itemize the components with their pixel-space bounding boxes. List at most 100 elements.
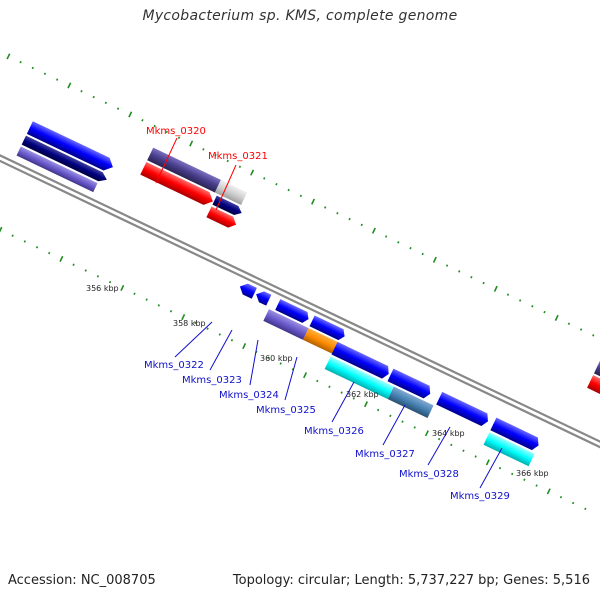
gene-label-mkms-0325[interactable]: Mkms_0325 — [256, 405, 316, 416]
tick-mark — [543, 310, 546, 314]
gene-mkms-0320-grey[interactable] — [214, 179, 248, 206]
tick-mark — [401, 420, 404, 423]
gene-label-mkms-0328[interactable]: Mkms_0328 — [399, 469, 459, 480]
gene-label-mkms-0320[interactable]: Mkms_0320 — [146, 126, 206, 137]
tick-mark — [519, 299, 522, 302]
gene-mkms-0320-red[interactable] — [140, 162, 216, 208]
tick-mark — [397, 241, 400, 244]
gene-right-red[interactable] — [587, 375, 600, 403]
tick-mark — [263, 177, 266, 180]
gene-mkms-0328-blue[interactable] — [436, 391, 491, 428]
tick-mark — [474, 455, 477, 458]
tick-mark — [592, 334, 595, 337]
gene-labels: Mkms_0320 Mkms_0321 Mkms_0322 Mkms_0323 … — [144, 126, 510, 502]
tick-mark — [96, 275, 100, 278]
tick-mark — [67, 82, 72, 89]
tick-mark — [104, 101, 108, 105]
gene-small-4[interactable] — [309, 315, 348, 341]
tick-mark — [546, 488, 551, 495]
gene-mkms-0326-cyan[interactable] — [324, 356, 394, 400]
gene-mkms-0329-cyan[interactable] — [483, 432, 535, 467]
tick-mark — [214, 153, 217, 157]
tick-mark — [470, 275, 473, 279]
tick-mark — [506, 293, 510, 296]
tick-mark — [389, 414, 392, 418]
tick-mark — [413, 426, 416, 429]
tick-mark — [194, 321, 197, 325]
gene-mkms-0326-blue[interactable] — [331, 341, 392, 380]
tick-mark — [80, 89, 83, 93]
scale-label-358: 358 kbp — [173, 319, 206, 328]
gene-small-1[interactable] — [237, 281, 257, 299]
gene-label-mkms-0321[interactable]: Mkms_0321 — [208, 151, 268, 162]
tick-mark — [250, 169, 255, 176]
tick-mark — [352, 397, 355, 400]
tick-mark — [133, 292, 136, 296]
callout-0323 — [209, 329, 233, 371]
callout-0329 — [479, 447, 503, 489]
tick-mark — [424, 430, 429, 437]
tick-mark — [363, 401, 369, 408]
gene-label-mkms-0327[interactable]: Mkms_0327 — [355, 449, 415, 460]
gene-mkms-0329-blue[interactable] — [490, 417, 541, 452]
tick-mark — [445, 264, 449, 267]
gene-left-navy[interactable] — [21, 135, 109, 185]
map-title: Mycobacterium sp. KMS, complete genome — [142, 8, 458, 24]
callout-lines — [155, 137, 503, 489]
backbone-inner — [0, 143, 600, 456]
tick-mark — [458, 270, 461, 273]
genome-track — [0, 53, 600, 511]
tick-mark — [92, 95, 95, 99]
tick-row-inner — [0, 226, 587, 511]
tick-mark — [482, 281, 485, 285]
scale-label-362: 362 kbp — [346, 390, 379, 399]
tick-mark — [316, 379, 319, 383]
tick-mark — [153, 124, 156, 128]
tick-mark — [206, 327, 209, 330]
tick-mark — [485, 459, 490, 466]
tick-mark — [59, 255, 64, 262]
tick-mark — [567, 322, 571, 325]
gene-mkms-0321-red[interactable] — [206, 206, 238, 230]
tick-mark — [141, 119, 144, 122]
callout-0324 — [249, 339, 259, 386]
tick-mark — [31, 66, 34, 70]
tick-mark — [0, 226, 3, 233]
reverse-genes — [16, 146, 541, 467]
tick-mark — [348, 217, 351, 221]
gene-left-purple[interactable] — [16, 146, 98, 193]
tick-mark — [531, 305, 534, 308]
callout-0328 — [427, 426, 451, 466]
tick-mark — [559, 495, 563, 499]
tick-mark — [84, 269, 87, 272]
tick-mark — [72, 263, 75, 266]
gene-mkms-0327-steel[interactable] — [387, 386, 434, 419]
tick-mark — [23, 240, 26, 243]
scale-label-364: 364 kbp — [432, 429, 465, 438]
tick-mark — [287, 188, 290, 192]
tick-mark — [19, 60, 22, 64]
tick-mark — [371, 227, 376, 234]
gene-label-mkms-0329[interactable]: Mkms_0329 — [450, 491, 510, 502]
gene-label-mkms-0322[interactable]: Mkms_0322 — [144, 360, 204, 371]
gene-label-mkms-0324[interactable]: Mkms_0324 — [219, 390, 279, 401]
tick-mark — [145, 298, 148, 301]
scale-label-356: 356 kbp — [86, 284, 119, 293]
gene-mkms-0320-dark[interactable] — [147, 147, 221, 193]
backbone-outer — [0, 139, 600, 452]
tick-mark — [571, 501, 575, 505]
gene-label-mkms-0323[interactable]: Mkms_0323 — [182, 375, 242, 386]
gene-small-3[interactable] — [275, 299, 311, 324]
gene-mkms-0324[interactable] — [263, 309, 309, 340]
accession-label: Accession: NC_008705 — [8, 573, 156, 588]
gene-label-mkms-0326[interactable]: Mkms_0326 — [304, 426, 364, 437]
gene-left-blue[interactable] — [26, 121, 116, 173]
gene-mkms-0327-blue[interactable] — [387, 368, 433, 401]
gene-small-2[interactable] — [254, 289, 272, 306]
tick-mark — [275, 182, 278, 186]
tick-mark — [35, 246, 39, 249]
callout-0326 — [331, 381, 355, 423]
tick-mark — [128, 111, 133, 118]
scale-labels: 356 kbp 358 kbp 360 kbp 362 kbp 364 kbp … — [86, 284, 549, 478]
